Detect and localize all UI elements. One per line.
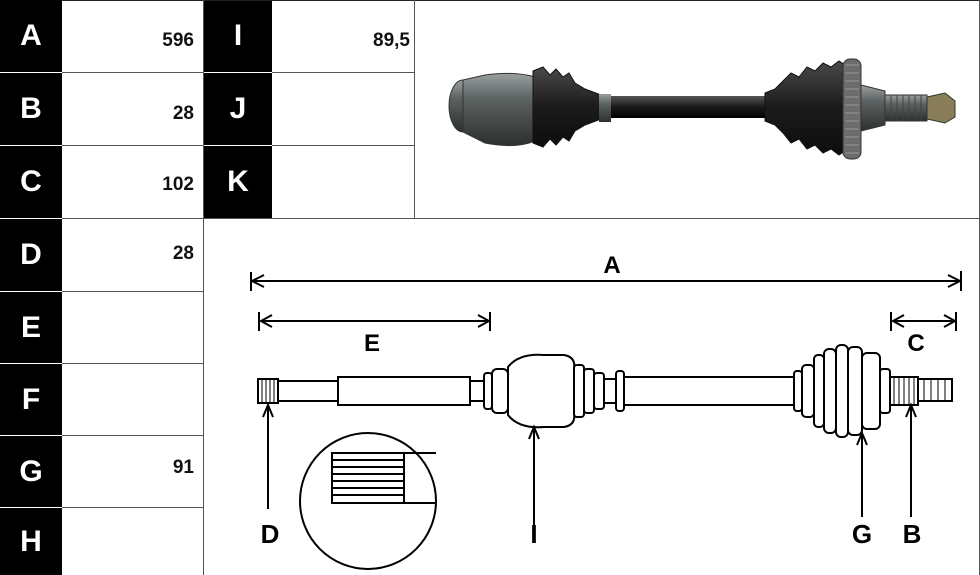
dim-e-label: E [364, 330, 380, 357]
callout-g-label: G [852, 519, 872, 549]
grid-line [62, 435, 204, 436]
label-b: B [0, 73, 62, 145]
grid-line [62, 145, 204, 146]
value-a: 596 [162, 30, 194, 51]
product-photo [448, 58, 956, 160]
grid-line [272, 145, 414, 146]
label-h: H [0, 508, 62, 575]
value-g: 91 [172, 457, 194, 478]
value-d: 28 [172, 243, 194, 264]
callout-b-label: B [903, 519, 922, 549]
value-b: 28 [172, 103, 194, 124]
grid-line [62, 72, 204, 73]
label-a: A [0, 0, 62, 72]
label-e: E [0, 292, 62, 363]
dim-c-label: C [907, 330, 924, 357]
callout-d-label: D [261, 519, 280, 549]
grid-line [62, 0, 980, 1]
grid-line [203, 0, 204, 575]
label-k: K [204, 146, 272, 218]
callout-i-label: I [530, 519, 537, 549]
label-j: J [204, 73, 272, 145]
label-i: I [204, 0, 272, 72]
label-g: G [0, 436, 62, 507]
grid-line [414, 0, 415, 218]
dim-a-label: A [603, 252, 620, 279]
label-c: C [0, 146, 62, 218]
grid-line [62, 507, 204, 508]
value-c: 102 [162, 174, 194, 195]
grid-line [62, 218, 980, 219]
label-f: F [0, 364, 62, 435]
label-d: D [0, 219, 62, 291]
grid-line [272, 72, 414, 73]
technical-drawing: A E C D I G B [249, 252, 963, 570]
grid-line [62, 363, 204, 364]
value-i: 89,5 [373, 30, 410, 51]
grid-line [62, 291, 204, 292]
